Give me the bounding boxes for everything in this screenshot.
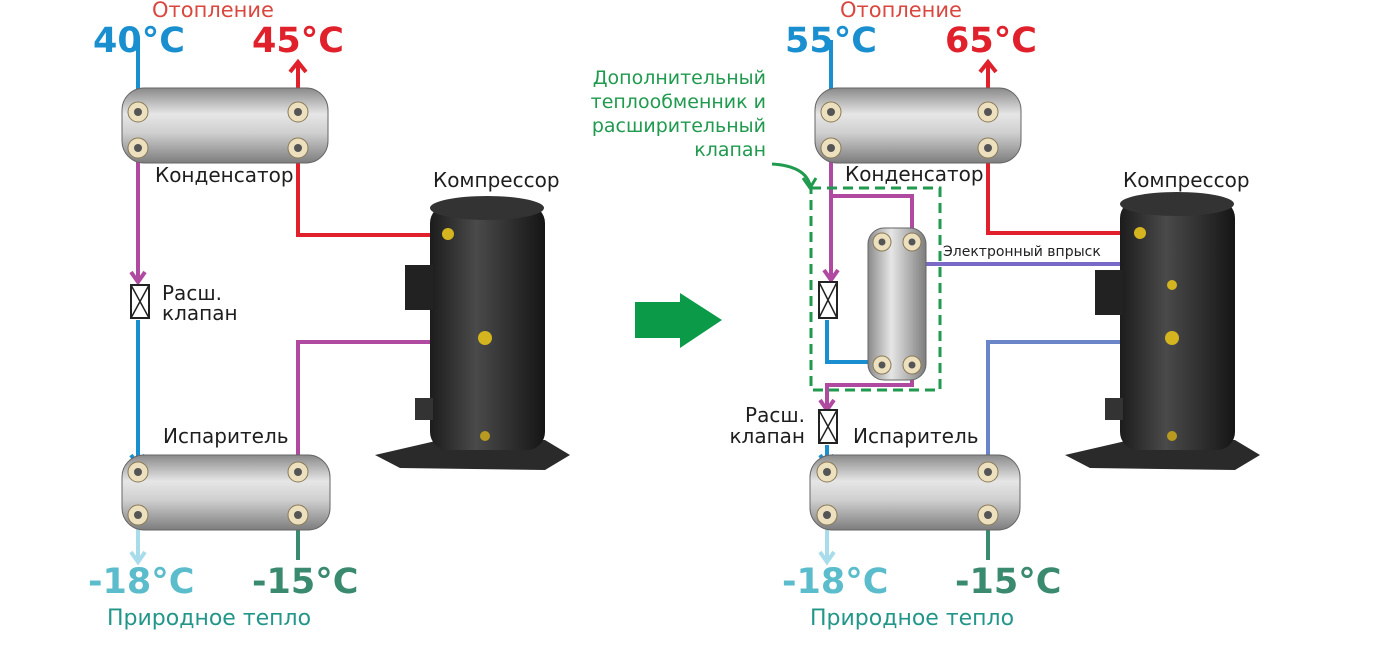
right-valve-label-1: Расш. [745, 403, 805, 427]
extra-exchanger-label: Дополнительный теплообменник и расширите… [591, 66, 766, 162]
extra-label-line: теплообменник и [590, 91, 766, 113]
right-outlet-temp: 65°C [945, 21, 1037, 61]
extra-label-line: Дополнительный [592, 67, 766, 89]
left-source-title: Природное тепло [107, 606, 312, 631]
discharge-pipe [296, 148, 445, 237]
right-inlet-temp: 55°C [785, 21, 877, 61]
left-condenser [121, 87, 329, 164]
right-source-title: Природное тепло [810, 606, 1015, 631]
economizer-heat-exchanger [867, 227, 927, 381]
right-valve-label-2: клапан [729, 424, 805, 448]
electronic-injection-label: Электронный впрыск [943, 244, 1101, 260]
green-arrow-icon [635, 293, 722, 348]
right-heating-title: Отопление [840, 0, 962, 22]
extra-heat-exchanger-boundary [809, 186, 942, 392]
left-source-in-temp: -15°C [252, 562, 359, 602]
left-outlet-temp: 45°C [252, 21, 344, 61]
suction-pipe [296, 340, 480, 470]
extra-label-line: клапан [694, 139, 766, 161]
right-compressor-label: Компрессор [1123, 168, 1250, 192]
right-source-out-temp: -18°C [782, 562, 889, 602]
left-heating-title: Отопление [152, 0, 274, 22]
right-evaporator [809, 454, 1021, 531]
left-compressor [375, 196, 570, 470]
left-evaporator-label: Испаритель [163, 424, 289, 448]
left-compressor-label: Компрессор [433, 168, 560, 192]
left-source-out-temp: -18°C [88, 562, 195, 602]
left-valve-label-2: клапан [162, 301, 238, 325]
left-condenser-label: Конденсатор [155, 163, 294, 187]
left-evaporator [121, 454, 331, 531]
right-expansion-valve-icon [818, 281, 838, 444]
right-condenser [814, 87, 1022, 164]
right-evaporator-label: Испаритель [853, 424, 979, 448]
right-condenser-label: Конденсатор [845, 162, 984, 186]
left-valve-label-1: Расш. [162, 281, 222, 305]
extra-label-line: расширительный [591, 115, 766, 137]
pointer-arrow-icon [771, 162, 812, 186]
left-inlet-temp: 40°C [93, 21, 185, 61]
left-expansion-valve-icon [130, 284, 150, 319]
right-compressor [1065, 192, 1260, 470]
right-source-in-temp: -15°C [955, 562, 1062, 602]
